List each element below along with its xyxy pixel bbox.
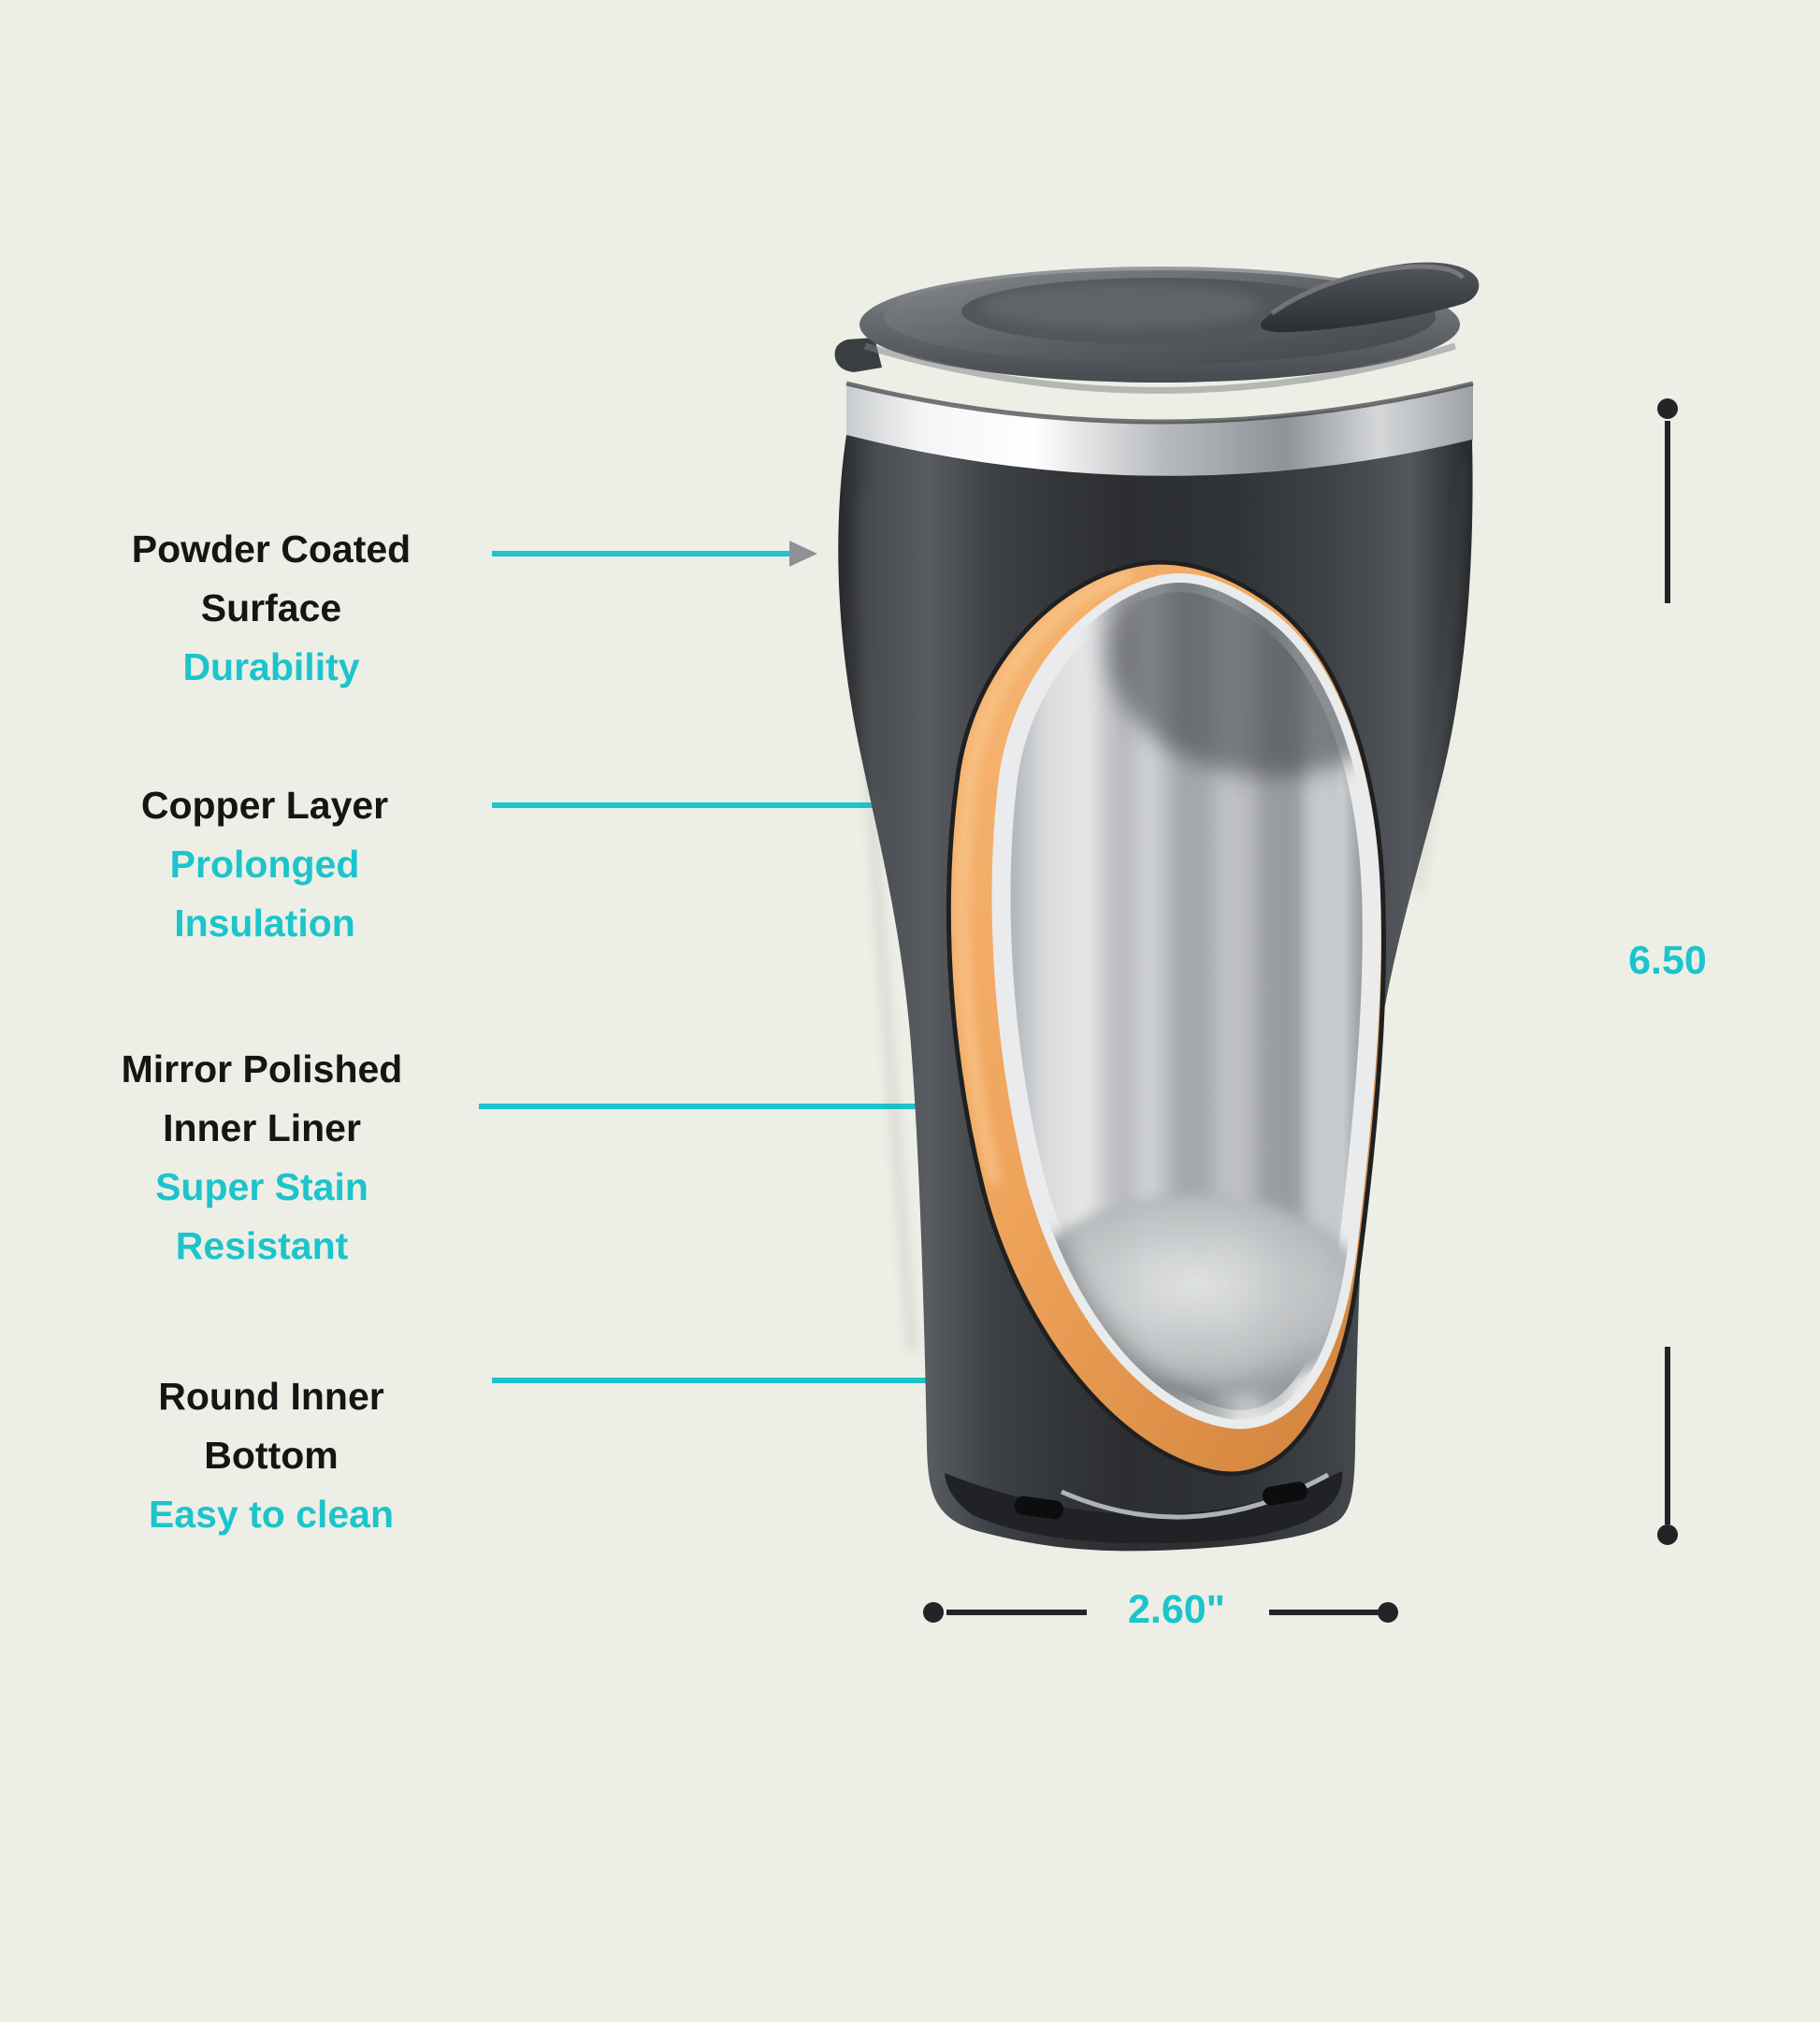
steel-rim-band xyxy=(845,381,1474,478)
arrow-shaft xyxy=(492,802,956,808)
callout-sub-line: Resistant xyxy=(175,1224,349,1267)
width-dimension-label: 2.60" xyxy=(1127,1587,1226,1632)
base-notch xyxy=(1015,1495,1063,1520)
dimension-endpoint-dot xyxy=(1657,398,1678,419)
callout-sub-line: Durability xyxy=(182,645,360,688)
callout-arrow-powder-coated xyxy=(492,541,817,567)
arrow-shaft xyxy=(492,1378,1025,1383)
height-dimension-line-bottom xyxy=(1665,1347,1670,1524)
callout-title-line: Round Inner xyxy=(158,1375,384,1418)
callout-mirror-polished-liner: Mirror Polished Inner Liner Super Stain … xyxy=(23,1040,500,1276)
tumbler-spout xyxy=(1260,262,1480,333)
callout-sub-line: Prolonged xyxy=(169,843,360,886)
height-dimension-label: 6.50 xyxy=(1628,938,1707,983)
callout-title-line: Surface xyxy=(200,586,342,629)
callout-sub-line: Super Stain xyxy=(155,1165,368,1208)
base-lip xyxy=(945,1471,1343,1544)
callout-sub-line: Insulation xyxy=(174,902,355,945)
callout-powder-coated-surface: Powder Coated Surface Durability xyxy=(33,520,510,697)
dimension-endpoint-dot xyxy=(1378,1602,1398,1623)
tumbler-cutaway-illustration xyxy=(834,262,1480,1552)
callout-sub-line: Easy to clean xyxy=(148,1493,395,1536)
cutaway-edge xyxy=(946,559,1387,1477)
width-dimension-line-right xyxy=(1269,1610,1386,1615)
arrow-shaft xyxy=(492,551,789,556)
callout-title-line: Powder Coated xyxy=(131,527,412,570)
arrow-shaft xyxy=(479,1104,1085,1109)
height-dimension-line-top xyxy=(1665,421,1670,603)
dimension-endpoint-dot xyxy=(923,1602,944,1623)
callout-title-line: Inner Liner xyxy=(163,1106,361,1149)
callout-round-inner-bottom: Round Inner Bottom Easy to clean xyxy=(33,1367,510,1544)
callout-title-line: Copper Layer xyxy=(140,784,389,827)
arrow-head-icon xyxy=(789,541,817,567)
callout-title-line: Bottom xyxy=(204,1434,339,1477)
callout-copper-layer: Copper Layer Prolonged Insulation xyxy=(26,776,503,953)
dimension-endpoint-dot xyxy=(1657,1524,1678,1545)
cutaway-window xyxy=(946,559,1387,1477)
callout-title-line: Mirror Polished xyxy=(121,1047,403,1090)
width-dimension-line-left xyxy=(946,1610,1087,1615)
base-notch xyxy=(1263,1481,1307,1506)
